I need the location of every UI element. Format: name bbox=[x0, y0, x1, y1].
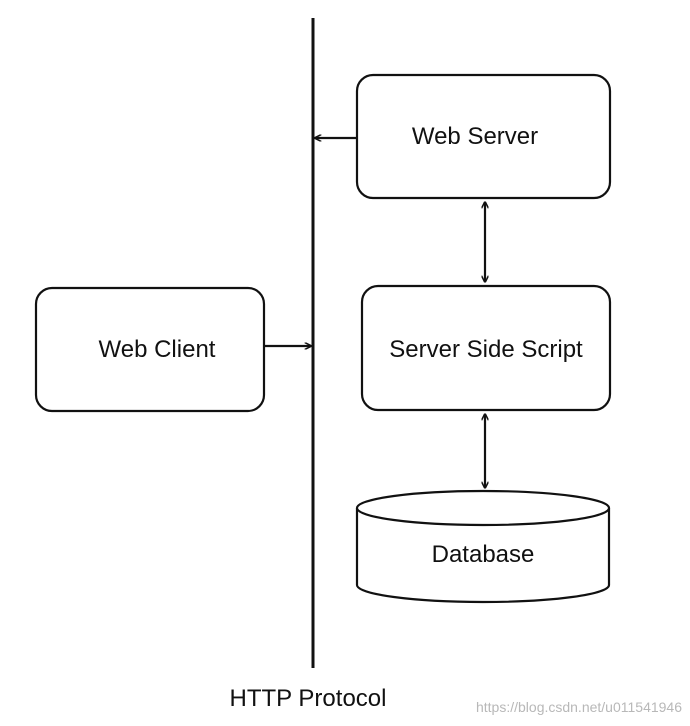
web-server-box bbox=[355, 73, 612, 200]
web-server-label: Web Server bbox=[412, 123, 538, 150]
database-cylinder-body bbox=[355, 508, 611, 604]
database-node: Database bbox=[355, 489, 611, 604]
server-side-script-label: Server Side Script bbox=[389, 336, 583, 363]
web-client-label: Web Client bbox=[99, 336, 216, 363]
web-client-node: Web Client bbox=[34, 286, 266, 413]
database-cylinder-top bbox=[355, 489, 611, 527]
web-server-node: Web Server bbox=[355, 73, 612, 200]
database-label: Database bbox=[432, 541, 535, 568]
server-side-script-box bbox=[360, 284, 612, 412]
server-side-script-node: Server Side Script bbox=[360, 284, 612, 412]
watermark-text: https://blog.csdn.net/u011541946 bbox=[476, 699, 682, 715]
web-client-box bbox=[34, 286, 266, 413]
http-protocol-label: HTTP Protocol bbox=[230, 685, 387, 712]
